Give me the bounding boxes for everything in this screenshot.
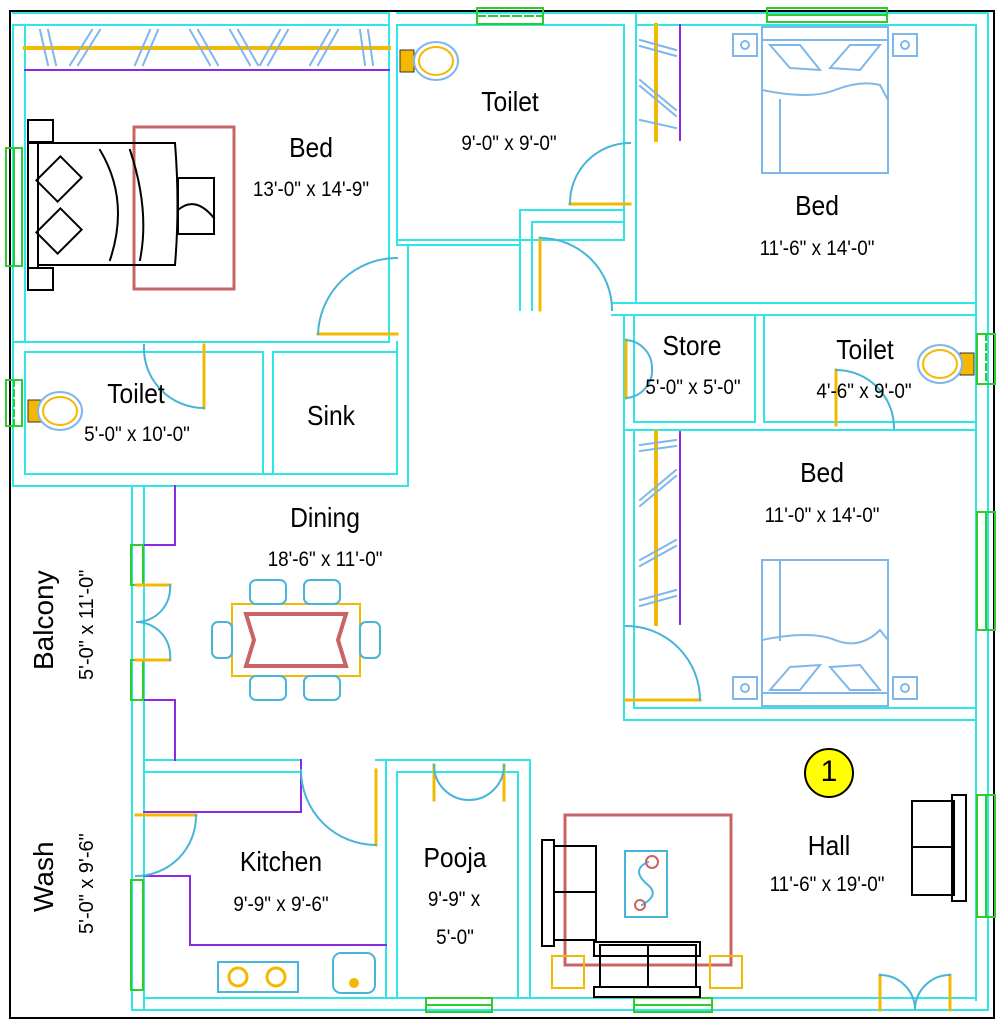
pooja-size-line2: 5'-0": [436, 926, 474, 949]
doors: [134, 141, 952, 1012]
bed-right-furniture: [732, 559, 918, 707]
toilet-right-size: 4'-6" x 9'-0": [816, 380, 912, 403]
master-bed-furniture: [27, 119, 236, 291]
wash-size: 5'-0" x 9'-6": [76, 833, 98, 934]
kitchen-name: Kitchen: [239, 846, 323, 877]
wardrobe-top-right: [638, 23, 678, 142]
dining-table: [211, 579, 381, 701]
balcony-size: 5'-0" x 11'-0": [76, 569, 98, 680]
bed-right-name: Bed: [800, 457, 844, 488]
bed-top-right-name: Bed: [795, 190, 839, 221]
balcony-name: Balcony: [28, 570, 59, 670]
dining-size: 18'-6" x 11'-0": [267, 548, 383, 571]
pooja-name: Pooja: [423, 842, 487, 873]
sink-name: Sink: [307, 400, 355, 431]
walls: [12, 12, 989, 1011]
bed-top-right-size: 11'-6" x 14'-0": [759, 237, 875, 260]
store-size: 5'-0" x 5'-0": [645, 376, 741, 399]
hall-furniture: [541, 794, 967, 998]
dining-name: Dining: [290, 502, 360, 533]
toilet-right-name: Toilet: [836, 334, 894, 365]
bed-right-size: 11'-0" x 14'-0": [764, 504, 880, 527]
wardrobes: [24, 24, 681, 946]
master-bed-size: 13'-0" x 14'-9": [252, 178, 370, 201]
wardrobe-top: [23, 28, 391, 67]
master-bed-name: Bed: [289, 132, 333, 163]
marker-number: 1: [820, 755, 838, 788]
toilet-left-size: 5'-0" x 10'-0": [84, 423, 190, 446]
marker-circle: [804, 748, 854, 798]
wash-name: Wash: [28, 841, 59, 912]
toilet-top-name: Toilet: [481, 86, 539, 117]
kitchen-size: 9'-9" x 9'-6": [233, 893, 329, 916]
hall-size: 11'-6" x 19'-0": [769, 873, 885, 896]
toilet-left-name: Toilet: [107, 378, 165, 409]
bed-top-right-furniture: [732, 26, 918, 174]
toilet-top-size: 9'-0" x 9'-0": [461, 132, 557, 155]
kitchen-fixtures: [217, 952, 376, 994]
pooja-size-line1: 9'-9" x: [427, 888, 481, 911]
wardrobe-right: [638, 430, 678, 626]
hall-name: Hall: [807, 830, 851, 861]
store-name: Store: [662, 330, 722, 361]
wc-fixtures: [27, 41, 975, 431]
